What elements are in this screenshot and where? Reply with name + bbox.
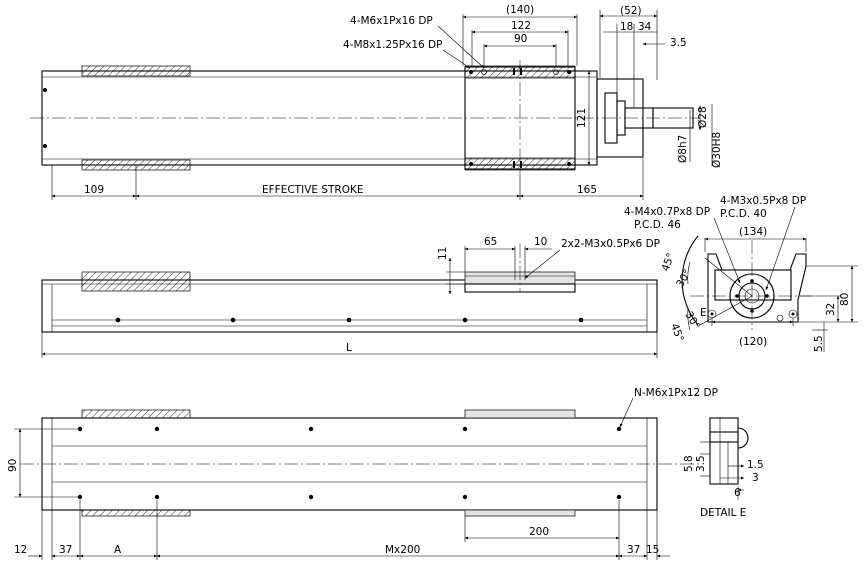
dim-140: (140) [506,4,534,16]
dim-1-5: 1.5 [747,459,764,471]
dim-28: Ø28 [697,106,709,128]
detail-e: 5.8 3.5 1.5 3 6 DETAIL E [683,417,764,519]
detail-e-title: DETAIL E [700,507,746,519]
effective-stroke-label: EFFECTIVE STROKE [262,184,364,196]
dim-109: 109 [84,184,104,196]
pcd-40: P.C.D. 40 [720,208,767,220]
callout-m6-top: 4-M6x1Px16 DP [350,15,433,27]
side-body-outline [41,279,658,333]
dim-5-8: 5.8 [683,455,695,472]
dim-165: 165 [577,184,597,196]
bottom-cover-left-bot [81,509,191,517]
pcd-46: P.C.D. 46 [634,219,681,231]
dim-90: 90 [514,33,527,45]
dim-18: 18 [620,21,633,33]
callout-m6-bottom: N-M6x1Px12 DP [634,387,718,399]
bottom-cover-left-top [81,409,191,419]
dim-37-right: 37 [627,544,640,556]
dim-12: 12 [14,544,27,556]
dim-L: L [346,342,352,354]
dim-37-left: 37 [59,544,72,556]
dim-200-bottom: 200 [529,526,549,538]
side-view: 65 10 2x2-M3x0.5Px6 DP 11 L [41,236,660,358]
angle-45-bottom: 45° [668,322,686,344]
angle-30-top: 30° [674,267,694,289]
dim-52: (52) [620,5,642,17]
dim-A: A [114,544,122,556]
dim-3-5-top: 3.5 [670,37,687,49]
top-view: 4-M6x1Px16 DP 4-M8x1.25Px16 DP (140) 122… [30,4,723,200]
end-view: 4-M4x0.7Px8 DP P.C.D. 46 4-M3x0.5Px8 DP … [624,195,858,352]
dim-8h7: Ø8h7 [677,135,689,163]
dim-134: (134) [739,226,767,238]
detail-e-marker: E [700,307,707,319]
dim-6: 6 [734,487,741,499]
dim-15: 15 [646,544,659,556]
end-flange-outline [681,235,699,326]
dim-122: 122 [511,20,531,32]
dim-34: 34 [638,21,652,33]
dim-80: 80 [839,293,851,306]
dim-11: 11 [437,247,449,260]
dim-32: 32 [825,303,837,316]
side-cover-left [81,271,191,292]
bottom-view: N-M6x1Px12 DP 90 200 12 37 A Mx200 37 15 [7,387,718,560]
dim-10: 10 [534,236,547,248]
dim-30h8: Ø30H8 [711,132,723,168]
dim-65: 65 [484,236,497,248]
callout-m3-end: 4-M3x0.5Px8 DP [720,195,806,207]
angle-45-top: 45° [660,251,678,273]
top-cover-upper-left [81,65,191,77]
dim-5-5: 5.5 [813,335,825,352]
dim-Mx200: Mx200 [385,544,420,556]
dim-3-5-detail: 3.5 [695,455,707,472]
callout-m8-top: 4-M8x1.25Px16 DP [343,39,442,51]
dim-90-bottom: 90 [7,459,19,472]
callout-m3-side: 2x2-M3x0.5Px6 DP [561,238,660,250]
dim-3-detail: 3 [752,472,759,484]
dim-121: 121 [576,108,588,128]
callout-m4-end: 4-M4x0.7Px8 DP [624,206,710,218]
dim-120: (120) [739,336,767,348]
